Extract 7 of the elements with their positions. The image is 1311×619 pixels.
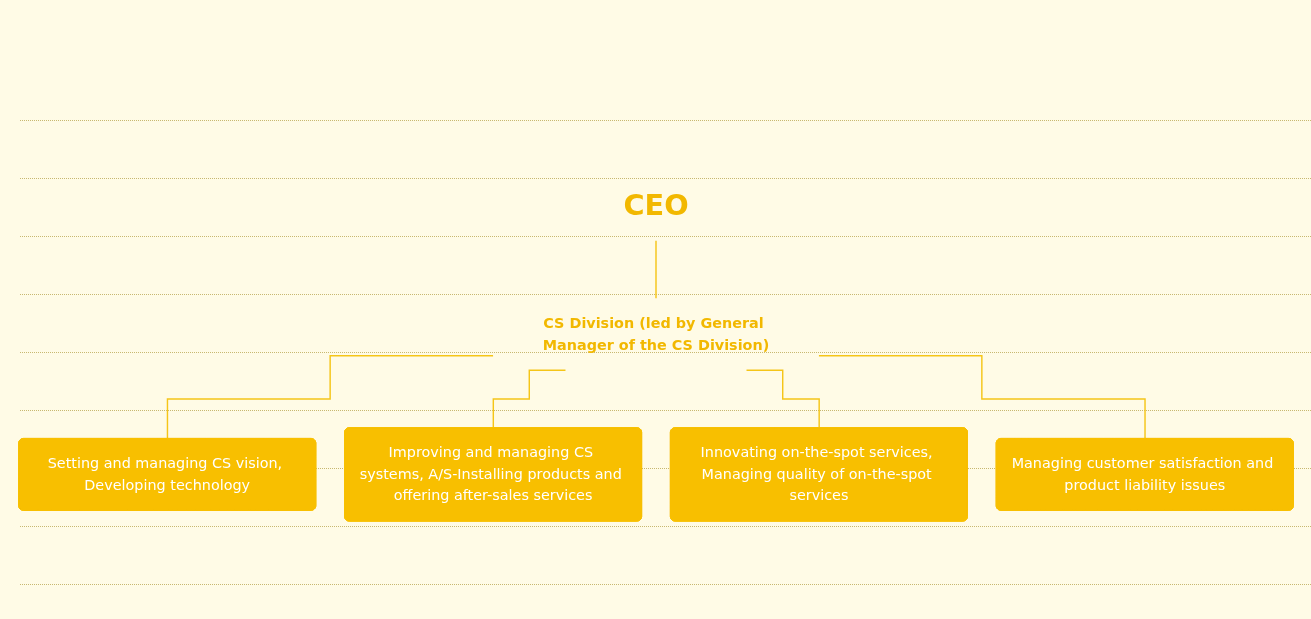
connector — [492, 369, 566, 429]
connector — [745, 369, 820, 429]
connector — [654, 240, 657, 299]
node-text: CEO — [622, 188, 689, 222]
node-text: CS Division (led by General Manager of the CS Division) — [542, 314, 769, 354]
connector — [166, 355, 494, 440]
connector — [817, 355, 1146, 440]
